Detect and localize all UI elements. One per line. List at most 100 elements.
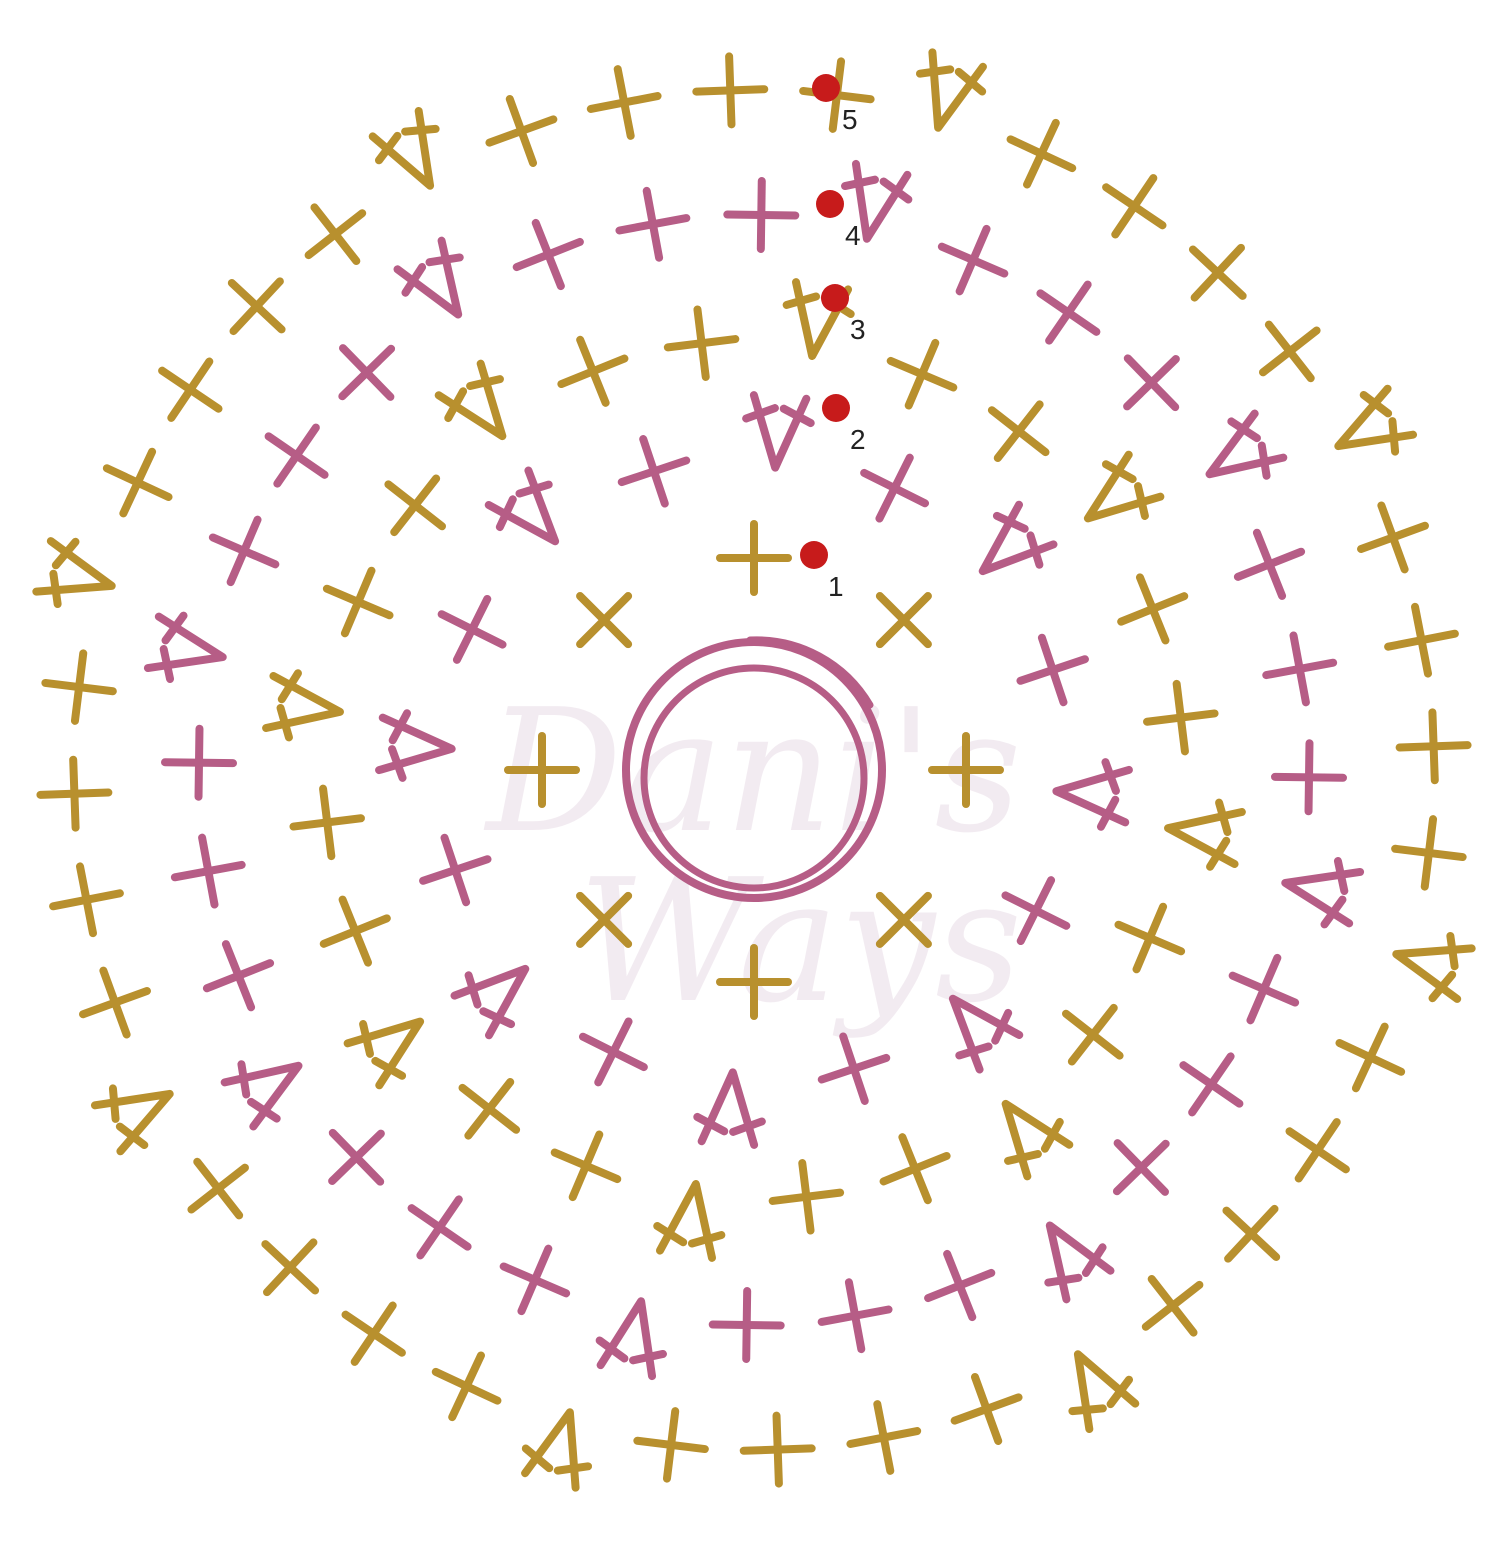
- single-crochet-r5-33: [227, 277, 286, 336]
- increase-stitch-r4-28: [393, 236, 464, 319]
- single-crochet-r1-7: [576, 592, 633, 649]
- round-label-1: 1: [828, 571, 844, 602]
- single-crochet-r1-0: [716, 520, 792, 596]
- single-crochet-r3-1: [886, 338, 958, 410]
- round-label-2: 2: [850, 424, 866, 455]
- increase-stitch-r3-18: [262, 669, 344, 742]
- single-crochet-r5-12: [1285, 1118, 1350, 1183]
- round-label-3: 3: [850, 314, 866, 345]
- increase-stitch-r4-24: [143, 611, 227, 683]
- single-crochet-r1-2: [928, 732, 1004, 808]
- single-crochet-r4-6: [1262, 631, 1338, 707]
- increase-stitch-r5-5: [1334, 384, 1418, 456]
- increase-stitch-r3-3: [1083, 450, 1165, 523]
- single-crochet-r5-31: [102, 447, 173, 518]
- single-crochet-r4-10: [1179, 1052, 1244, 1117]
- round-marker-1: [800, 541, 828, 569]
- single-crochet-r4-14: [817, 1278, 893, 1354]
- increase-stitch-r2-14: [484, 466, 560, 546]
- single-crochet-r3-8: [1062, 1003, 1124, 1066]
- single-crochet-r5-23: [261, 1238, 320, 1297]
- single-crochet-r3-16: [319, 895, 391, 967]
- single-crochet-r5-6: [1357, 501, 1429, 574]
- single-crochet-r4-3: [1123, 354, 1180, 412]
- single-crochet-r4-30: [615, 186, 691, 262]
- single-crochet-r5-18: [739, 1411, 816, 1488]
- single-crochet-r4-5: [1233, 528, 1306, 600]
- increase-stitch-r4-0: [841, 159, 913, 243]
- increase-stitch-r3-9: [1001, 1099, 1074, 1181]
- increase-stitch-r5-15: [1068, 1350, 1140, 1434]
- single-crochet-r5-13: [1222, 1204, 1281, 1263]
- single-crochet-r4-26: [264, 423, 329, 488]
- single-crochet-r5-32: [158, 357, 223, 422]
- single-crochet-r3-22: [557, 335, 629, 407]
- single-crochet-r3-7: [1114, 902, 1186, 974]
- single-crochet-r3-20: [384, 474, 446, 537]
- single-crochet-r5-22: [341, 1301, 406, 1366]
- single-crochet-r2-5: [1001, 876, 1071, 946]
- single-crochet-r4-29: [512, 218, 584, 291]
- increase-stitch-r4-4: [1205, 409, 1288, 480]
- single-crochet-r4-17: [499, 1244, 571, 1316]
- single-crochet-r3-10: [879, 1133, 951, 1205]
- single-crochet-r3-14: [458, 1078, 521, 1140]
- single-crochet-r5-19: [633, 1407, 709, 1483]
- single-crochet-r2-7: [817, 1032, 891, 1105]
- increase-stitch-r5-20: [521, 1408, 593, 1492]
- single-crochet-r2-9: [578, 1017, 648, 1087]
- round-marker-2: [822, 394, 850, 422]
- single-crochet-r2-3: [1016, 633, 1089, 707]
- increase-stitch-r4-8: [1281, 857, 1365, 929]
- single-crochet-r3-23: [663, 305, 740, 381]
- single-crochet-r5-26: [79, 966, 151, 1039]
- increase-stitch-r5-25: [90, 1084, 174, 1156]
- single-crochet-r4-25: [208, 515, 280, 587]
- single-crochet-r3-19: [322, 566, 394, 638]
- single-crochet-r5-21: [431, 1351, 502, 1422]
- single-crochet-r4-9: [1228, 953, 1300, 1025]
- single-crochet-r5-8: [1395, 708, 1472, 785]
- single-crochet-r3-17: [289, 784, 365, 861]
- single-crochet-r4-27: [338, 344, 396, 401]
- single-crochet-r5-17: [846, 1400, 922, 1475]
- round-marker-4: [816, 190, 844, 218]
- increase-stitch-r2-6: [948, 994, 1024, 1074]
- single-crochet-r3-4: [1117, 573, 1189, 645]
- single-crochet-r4-2: [1036, 280, 1101, 345]
- increase-stitch-r5-0: [915, 48, 987, 132]
- single-crochet-r5-9: [1391, 815, 1467, 891]
- single-crochet-r3-5: [1143, 679, 1219, 756]
- single-crochet-r5-24: [187, 1157, 249, 1220]
- single-crochet-r5-4: [1259, 320, 1321, 383]
- single-crochet-r4-21: [202, 940, 275, 1012]
- single-crochet-r1-6: [504, 732, 580, 808]
- round-label-5: 5: [842, 104, 858, 135]
- single-crochet-r5-1: [1006, 118, 1077, 189]
- single-crochet-r5-38: [692, 52, 769, 129]
- single-crochet-r5-28: [36, 755, 113, 832]
- increase-stitch-r2-12: [375, 709, 456, 782]
- increase-stitch-r3-21: [434, 359, 507, 441]
- single-crochet-r5-7: [1384, 602, 1459, 678]
- single-crochet-r1-1: [875, 592, 932, 649]
- single-crochet-r4-19: [328, 1128, 385, 1186]
- increase-stitch-r3-6: [1164, 798, 1246, 871]
- round-label-4: 4: [845, 220, 861, 251]
- single-crochet-r4-22: [170, 833, 246, 909]
- single-crochet-r4-23: [161, 724, 237, 801]
- increase-stitch-r3-15: [343, 1017, 425, 1090]
- single-crochet-r2-15: [617, 435, 691, 508]
- single-crochet-r5-34: [304, 203, 367, 265]
- single-crochet-r5-27: [49, 862, 124, 938]
- increase-stitch-r2-2: [978, 500, 1058, 576]
- single-crochet-r5-3: [1188, 243, 1247, 302]
- single-crochet-r4-1: [937, 224, 1009, 296]
- single-crochet-r5-29: [41, 649, 117, 725]
- increase-stitch-r2-4: [1052, 758, 1133, 831]
- single-crochet-r5-2: [1102, 174, 1167, 239]
- increase-stitch-r5-10: [1392, 931, 1476, 1003]
- round-marker-3: [821, 284, 849, 312]
- increase-stitch-r2-0: [742, 391, 815, 472]
